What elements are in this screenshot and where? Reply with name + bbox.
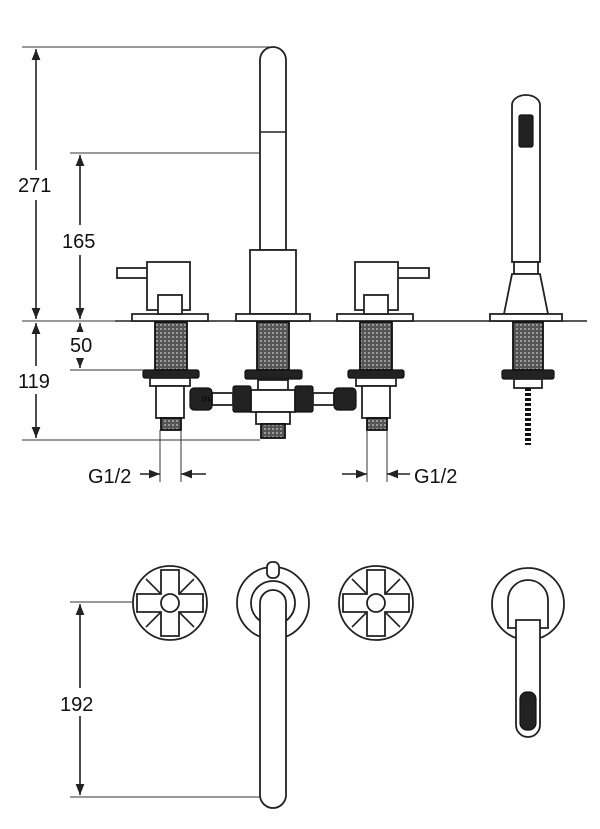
dim-total-height: 271 [18, 175, 51, 197]
right-handle-plan [338, 565, 414, 641]
right-thread-label: G1/2 [414, 466, 457, 488]
spout-plan [236, 561, 310, 809]
dim-plan-depth: 192 [60, 694, 93, 716]
dim-deck-thickness: 50 [70, 335, 92, 357]
hand-shower-plan [491, 567, 565, 738]
thread-callouts [140, 430, 410, 482]
dim-spout-height: 165 [62, 231, 95, 253]
left-thread-label: G1/2 [88, 466, 131, 488]
dimension-lines [22, 46, 272, 441]
left-valve-front [116, 261, 209, 431]
right-valve-front [336, 261, 430, 431]
left-handle-plan [132, 565, 208, 641]
hand-shower-front [489, 94, 563, 445]
dim-below-deck: 119 [18, 371, 50, 393]
diverter-block [189, 385, 357, 439]
spout-front [235, 46, 311, 391]
